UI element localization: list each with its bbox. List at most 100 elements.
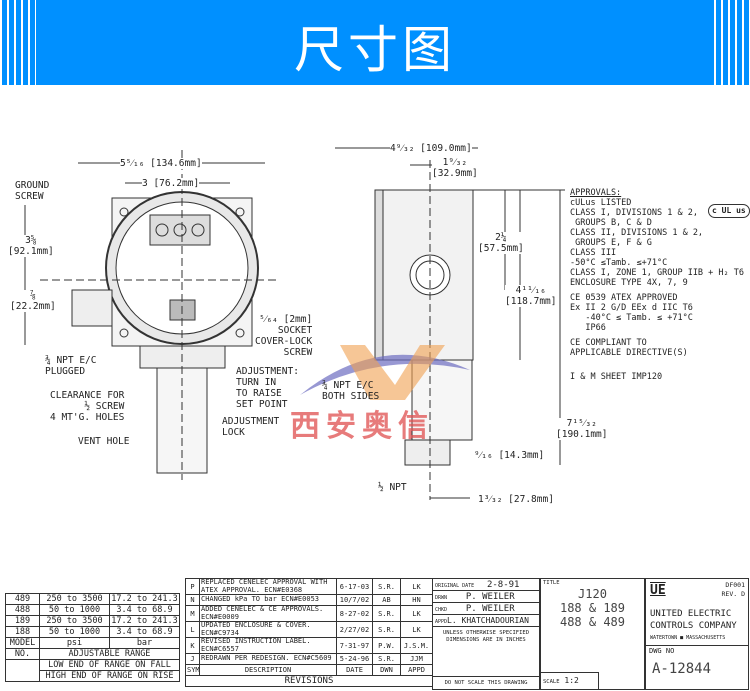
- title-line: 188 & 189: [559, 601, 626, 615]
- im-sheet: I & M SHEET IMP120: [570, 372, 663, 382]
- dim-depth: 4⁹⁄₃₂ [109.0mm]: [390, 143, 472, 154]
- rev-date: 6-17-03: [336, 578, 373, 595]
- original-date: 2-8-91: [486, 580, 520, 590]
- rev-dwn: AB: [372, 594, 401, 606]
- callout-adjustment: ADJUSTMENT: TURN IN TO RAISE SET POINT: [236, 366, 299, 410]
- company-name-1: UNITED ELECTRIC: [650, 609, 732, 619]
- rev-sym: N: [185, 594, 200, 606]
- callout-npt-half: ½ NPT: [378, 482, 407, 493]
- appd-label: APPD: [435, 619, 448, 625]
- revision-label: REV. D: [721, 590, 745, 598]
- rev-dwn: S.R.: [372, 578, 401, 595]
- atex-line: -40°C ≤ Tamb. ≤ +71°C: [570, 313, 693, 323]
- signature-block: ORIGINAL DATE 2-8-91 DRWN P. WEILER CHKD…: [432, 578, 540, 690]
- range-note-fall: LOW END OF RANGE ON FALL: [39, 659, 180, 671]
- rev-appd: LK: [400, 621, 433, 638]
- rev-dwn: S.R.: [372, 653, 401, 665]
- ue-logo: UE: [650, 583, 666, 598]
- dwn-header: DWN: [372, 664, 401, 676]
- dim-front-offset: 1⁹⁄₃₂ [32.9mm]: [432, 157, 478, 179]
- title-label: TITLE: [543, 580, 560, 586]
- callout-adjustment-lock: ADJUSTMENT LOCK: [222, 416, 280, 438]
- adjustable-range-header: ADJUSTABLE RANGE: [39, 648, 180, 660]
- banner-stripes-left: [0, 0, 36, 85]
- approval-line: ENCLOSURE TYPE 4X, 7, 9: [570, 278, 688, 288]
- bar-cell: 3.4 to 68.9: [109, 604, 180, 616]
- callout-npt-both-sides: ¾ NPT E/C BOTH SIDES: [322, 380, 380, 402]
- original-date-label: ORIGINAL DATE: [435, 583, 475, 589]
- rev-description: ADDED CENELEC & CE APPROVALS. ECN#E0009: [199, 605, 337, 622]
- title-line: J120: [578, 587, 607, 601]
- psi-header: psi: [39, 637, 110, 649]
- bar-header: bar: [109, 637, 180, 649]
- rev-description: REVISED INSTRUCTION LABEL. ECN#C6557: [199, 637, 337, 654]
- ce-line: APPLICABLE DIRECTIVE(S): [570, 348, 688, 358]
- model-header: MODEL: [5, 637, 40, 649]
- callout-npt-plugged: ¾ NPT E/C PLUGGED: [45, 355, 97, 377]
- approval-line: CLASS III: [570, 248, 617, 258]
- rev-appd: LK: [400, 578, 433, 595]
- rev-sym: L: [185, 621, 200, 638]
- rev-description: REDRAWN PER REDESIGN. ECN#C5609: [199, 653, 337, 665]
- model-cell: 489: [5, 593, 40, 605]
- date-header: DATE: [336, 664, 373, 676]
- rev-appd: HN: [400, 594, 433, 606]
- dim-mount-width: 3 [76.2mm]: [142, 178, 200, 189]
- form-number: DF001: [725, 581, 745, 589]
- sym-header: SYM: [185, 664, 200, 676]
- rev-sym: K: [185, 637, 200, 654]
- appd-header: APPD: [400, 664, 433, 676]
- company-name-2: CONTROLS COMPANY: [650, 621, 737, 631]
- dwg-no: A-12844: [652, 661, 712, 677]
- watermark-text: 西安奥信: [290, 409, 434, 444]
- title-block: TITLE J120 188 & 189 488 & 489 SCALE 1:2: [540, 578, 645, 690]
- model-cell: 188: [5, 626, 40, 638]
- dwg-no-label: DWG NO: [649, 647, 675, 655]
- rev-description: CHANGED kPa TO bar ECN#E0053: [199, 594, 337, 606]
- revisions-title: REVISIONS: [185, 675, 433, 687]
- dim-offset-left: ⅞ [22.2mm]: [10, 290, 56, 312]
- rev-date: 8-27-02: [336, 605, 373, 622]
- company-block: UE DF001 REV. D UNITED ELECTRIC CONTROLS…: [645, 578, 749, 690]
- rev-sym: M: [185, 605, 200, 622]
- rev-date: 10/7/02: [336, 594, 373, 606]
- rev-dwn: S.R.: [372, 605, 401, 622]
- callout-socket-screw: ⁵⁄₆₄ [2mm] SOCKET COVER-LOCK SCREW: [255, 314, 313, 358]
- model-cell: 189: [5, 615, 40, 627]
- approval-line: cULus LISTED: [570, 198, 632, 208]
- description-header: DESCRIPTION: [199, 664, 337, 676]
- dim-body-height: 4¹¹⁄₁₆ [118.7mm]: [505, 285, 557, 307]
- rev-date: 5-24-96: [336, 653, 373, 665]
- scale-label: SCALE: [543, 679, 560, 685]
- drwn-label: DRWN: [435, 595, 448, 601]
- range-note-rise: HIGH END OF RANGE ON RISE: [39, 670, 180, 682]
- side-view: [335, 147, 565, 500]
- psi-cell: 250 to 3500: [39, 593, 110, 605]
- rev-description: REPLACED CENELEC APPROVAL WITH ATEX APPR…: [199, 578, 337, 595]
- psi-cell: 250 to 3500: [39, 615, 110, 627]
- rev-appd: J.S.M.: [400, 637, 433, 654]
- rev-dwn: P.W.: [372, 637, 401, 654]
- approval-line: CLASS I, ZONE 1, GROUP IIB + H₂ T6: [570, 268, 744, 278]
- atex-line: CE 0539 ATEX APPROVED: [570, 293, 678, 303]
- approval-line: CLASS I, DIVISIONS 1 & 2,: [570, 208, 698, 218]
- rev-sym: P: [185, 578, 200, 595]
- approval-line: GROUPS E, F & G: [570, 238, 652, 248]
- dim-center-height: 2¼ [57.5mm]: [478, 232, 524, 254]
- units-note: UNLESS OTHERWISE SPECIFIED DIMENSIONS AR…: [442, 630, 530, 643]
- dim-port-offset: 1³⁄₃₂ [27.8mm]: [478, 494, 554, 505]
- chkd-label: CHKD: [435, 607, 448, 613]
- appd-value: L. KHATCHADOURIAN: [447, 616, 529, 625]
